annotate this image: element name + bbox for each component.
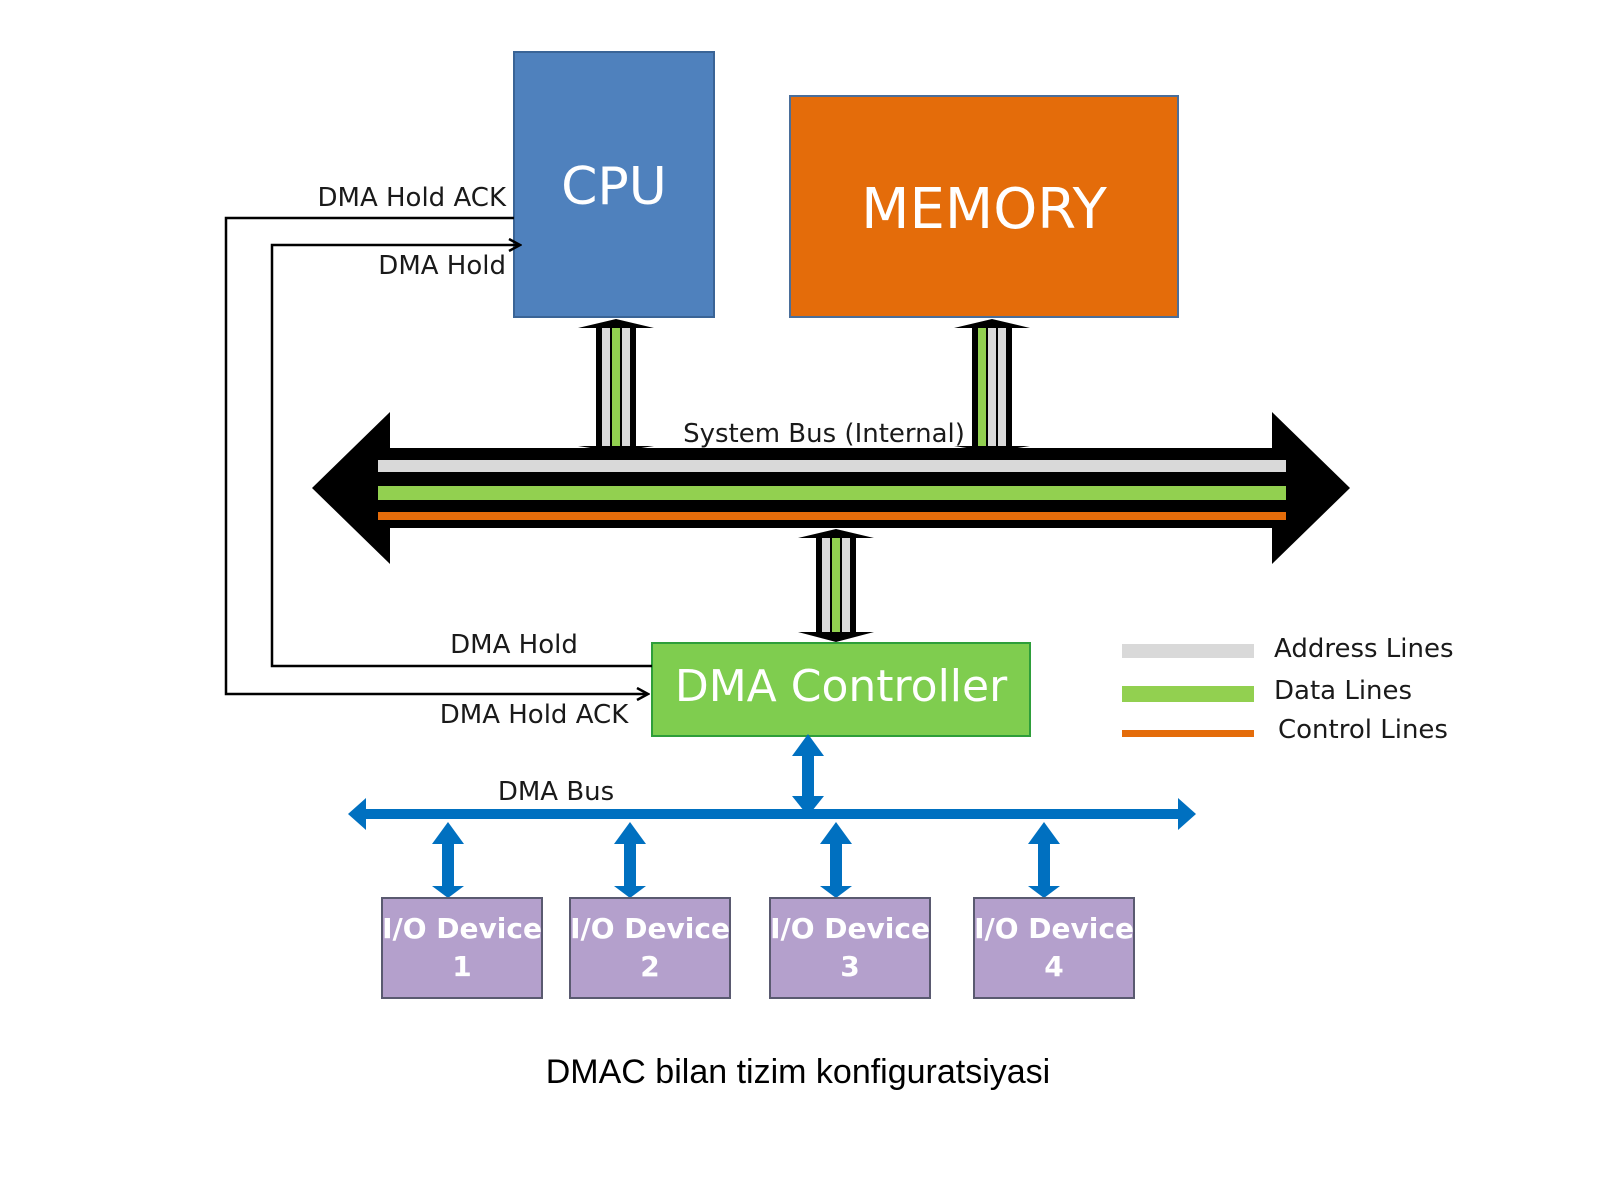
io-device-2-label: I/O Device <box>570 912 730 945</box>
legend-data-label: Data Lines <box>1274 676 1412 706</box>
cpu-label: CPU <box>561 157 667 217</box>
cpu-bus-connector <box>578 319 654 452</box>
io-device-3-arrow <box>820 822 852 898</box>
system-bus-data-line <box>378 486 1286 500</box>
hold-signal-line <box>270 245 652 668</box>
io-device-4-arrow <box>1028 822 1060 898</box>
io-device-1-label: I/O Device <box>382 912 542 945</box>
hold-ack-signal-line <box>224 216 648 694</box>
memory-block: MEMORY <box>789 95 1179 318</box>
memory-label: MEMORY <box>861 177 1107 242</box>
cpu-hold-label: DMA Hold <box>378 251 506 281</box>
io-device-3-label: I/O Device <box>770 912 930 945</box>
legend-control-label: Control Lines <box>1278 715 1448 745</box>
io-device-1: I/O Device 1 <box>381 897 543 999</box>
io-device-4-number: 4 <box>1044 950 1063 983</box>
cpu-block: CPU <box>513 51 715 318</box>
io-device-4: I/O Device 4 <box>973 897 1135 999</box>
legend-address-label: Address Lines <box>1274 634 1454 664</box>
dma-bus <box>348 798 1196 830</box>
dmac-hold-label: DMA Hold <box>450 630 578 660</box>
memory-bus-connector <box>954 319 1030 452</box>
legend-control-swatch <box>1122 730 1254 737</box>
system-bus-control-line <box>378 512 1286 520</box>
cpu-hold-ack-label: DMA Hold ACK <box>318 183 507 213</box>
legend: Address Lines Data Lines Control Lines <box>1122 634 1454 745</box>
io-device-4-label: I/O Device <box>974 912 1134 945</box>
io-device-3-number: 3 <box>840 950 859 983</box>
io-device-3: I/O Device 3 <box>769 897 931 999</box>
io-device-1-number: 1 <box>452 950 471 983</box>
dma-bus-label: DMA Bus <box>498 777 614 807</box>
io-device-2-arrow <box>614 822 646 898</box>
diagram-caption: DMAC bilan tizim konfiguratsiyasi <box>546 1053 1051 1091</box>
system-bus-label: System Bus (Internal) <box>683 419 965 449</box>
dmac-dma-bus-arrow <box>792 734 824 816</box>
io-device-2-number: 2 <box>640 950 659 983</box>
system-bus-address-line <box>378 460 1286 472</box>
dma-controller-label: DMA Controller <box>675 661 1008 712</box>
legend-address-swatch <box>1122 644 1254 658</box>
legend-data-swatch <box>1122 686 1254 702</box>
system-bus <box>312 412 1350 564</box>
dmac-bus-connector <box>798 529 874 642</box>
dma-controller-block: DMA Controller <box>651 642 1031 737</box>
dmac-hold-ack-label: DMA Hold ACK <box>440 700 629 730</box>
io-device-1-arrow <box>432 822 464 898</box>
io-device-2: I/O Device 2 <box>569 897 731 999</box>
